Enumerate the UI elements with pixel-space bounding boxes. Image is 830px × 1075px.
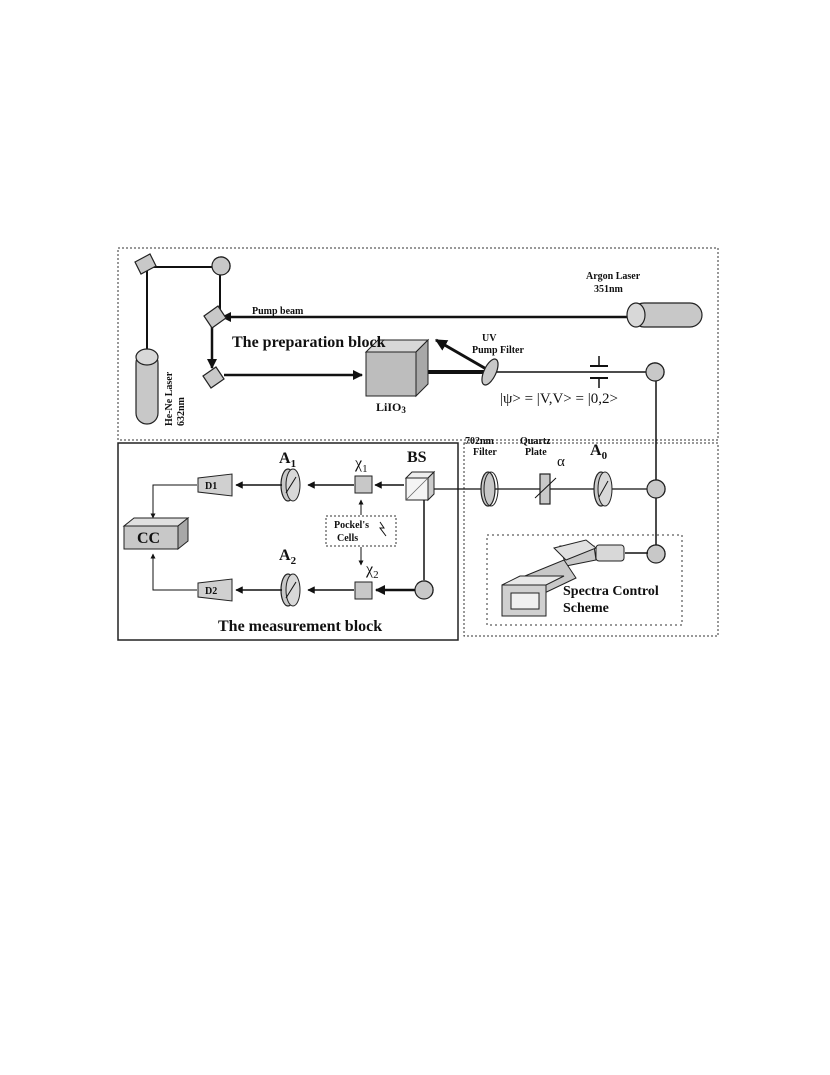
mirror-right-top-icon: [645, 362, 665, 382]
analyzer-a1-icon: [280, 468, 301, 502]
d1-label: D1: [205, 481, 217, 492]
mirror-right-bottom-icon: [646, 544, 666, 564]
chi2-cell-icon: [354, 581, 373, 600]
argon-laser-label: Argon Laser: [586, 271, 641, 282]
filter-702-icon: [480, 471, 499, 507]
lightning-icon: [379, 521, 387, 537]
detector-d2-icon: [197, 578, 233, 602]
analyzer-a2-icon: [280, 573, 301, 607]
crystal-icon: [364, 338, 430, 398]
pockels-label-line2: Cells: [337, 533, 358, 544]
preparation-block-title: The preparation block: [232, 334, 386, 351]
mirror-top-left-icon: [134, 253, 157, 275]
spectra-label-line1: Spectra Control: [563, 584, 659, 599]
coincidence-counter-icon: [122, 516, 190, 551]
pump-filter-label: Pump Filter: [472, 345, 524, 356]
pockels-cells-border: [325, 515, 397, 547]
filter-702-label-line1: 702nm: [465, 436, 495, 447]
alpha-label: α: [557, 454, 565, 470]
mirror-lower-left-icon: [202, 366, 225, 389]
a1-label: A1: [279, 450, 296, 470]
spectra-outer-border: [463, 442, 719, 637]
spectra-control-icon: [501, 539, 648, 617]
mirror-right-middle-icon: [646, 479, 666, 499]
quartz-label-line1: Quartz: [520, 436, 551, 447]
mirror-pump-icon: [203, 305, 227, 329]
argon-wavelength-label: 351nm: [594, 284, 624, 295]
uv-pump-filter-icon: [481, 358, 499, 386]
pump-beam-label: Pump beam: [252, 306, 304, 317]
d1-to-cc-line: [150, 484, 197, 519]
measurement-block-border: [117, 442, 459, 641]
uv-reflected-beam: [434, 338, 489, 372]
uv-label: UV: [482, 333, 497, 344]
a2-label: A2: [279, 547, 297, 567]
measurement-block-title: The measurement block: [218, 618, 382, 635]
hene-laser-label: He-Ne Laser632nm: [164, 371, 187, 426]
mirror-bs-bottom-icon: [414, 580, 434, 600]
beam-splitter-icon: [404, 470, 436, 502]
chi2-label: χ2: [365, 561, 379, 581]
pockels-label-line1: Pockel's: [334, 520, 369, 531]
d2-to-cc-line: [150, 553, 197, 591]
spectra-inner-border: [486, 534, 683, 626]
crystal-label: LiIO3: [376, 400, 406, 415]
state-equation-label: |ψ> = |V,V> = |0,2>: [500, 391, 618, 407]
chi1-cell-icon: [354, 475, 373, 494]
bs-label: BS: [407, 449, 427, 466]
quartz-label-line2: Plate: [525, 447, 547, 458]
spectra-label-line2: Scheme: [563, 601, 609, 616]
a0-label: A0: [590, 442, 608, 462]
argon-laser-icon: [626, 302, 703, 328]
hene-laser-icon: [135, 348, 159, 425]
chi1-label: χ1: [354, 455, 368, 475]
d2-label: D2: [205, 586, 217, 597]
hene-beam-path: [146, 266, 221, 355]
analyzer-a0-icon: [593, 471, 613, 507]
filter-702-label-line2: Filter: [473, 447, 497, 458]
detector-d1-icon: [197, 473, 233, 497]
quartz-plate-icon: [534, 473, 557, 505]
beam-aperture-icon: [590, 356, 608, 388]
preparation-block-border: [117, 247, 719, 441]
cc-label: CC: [137, 530, 160, 547]
mirror-top-right-icon: [211, 256, 231, 276]
